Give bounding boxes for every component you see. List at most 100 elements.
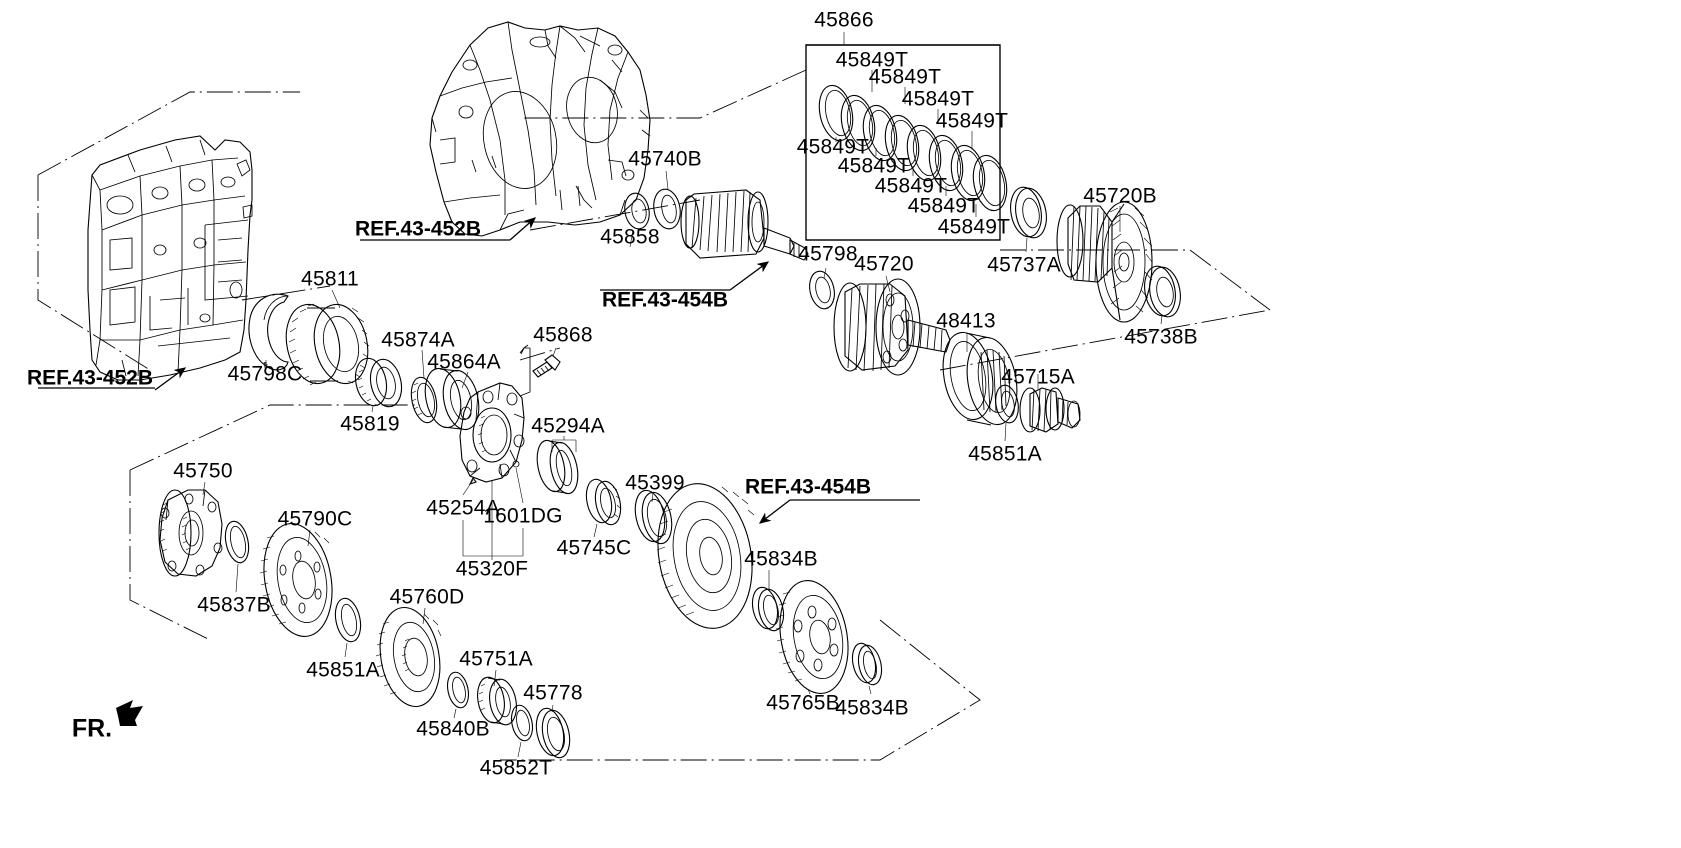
part-label-45399: 45399 [625, 471, 685, 495]
part-45790C-gear [259, 523, 333, 637]
part-45751A-bearing [477, 676, 517, 726]
part-label-45849t: 45849T [796, 135, 870, 159]
leader-45751A [493, 669, 497, 687]
part-label-45849t: 45849T [874, 174, 948, 198]
part-45740B [653, 188, 681, 230]
part-label-45798: 45798 [798, 242, 858, 266]
leader-45790C [307, 529, 311, 547]
leader-45864A [461, 371, 469, 389]
leader-45874A [421, 349, 425, 379]
part-45837B [224, 520, 250, 564]
part-label-48413: 48413 [936, 309, 996, 333]
part-label-45798c: 45798C [227, 362, 303, 386]
ref-leader-rear [758, 499, 791, 524]
part-45834B-upper [751, 586, 785, 632]
part-45737A [1010, 186, 1047, 239]
part-label-45737a: 45737A [987, 253, 1061, 277]
part-45720-planetary-carrier [833, 278, 951, 376]
part-45320F-carrier [459, 382, 525, 483]
part-45811-ring-gear [285, 303, 370, 386]
leader-45851A-right [1004, 422, 1007, 442]
part-45294A [536, 439, 579, 495]
leader-45778 [551, 704, 554, 713]
part-48413-bearing [942, 331, 1018, 426]
part-45819 [354, 357, 403, 408]
part-45874A [410, 376, 438, 424]
part-label-45320f: 45320F [455, 557, 529, 581]
part-45834B-lower [851, 642, 883, 686]
leader-45738B [1160, 315, 1163, 325]
ref-leader-left [154, 367, 187, 391]
leader-45745C [593, 523, 598, 538]
part-45399 [634, 489, 673, 545]
part-45745C [585, 478, 622, 526]
leader-45254A [462, 479, 474, 496]
ref-leader-center [509, 217, 536, 241]
snaprings-45849T [818, 84, 1008, 212]
reference-callout-ref43454b: REF.43-454B [744, 475, 872, 499]
part-45851A-right [995, 384, 1019, 424]
leader-45750 [202, 481, 206, 496]
part-label-45720: 45720 [854, 252, 914, 276]
part-label-45840b: 45840B [416, 717, 490, 741]
part-label-45834b: 45834B [835, 696, 909, 720]
part-label-45834b: 45834B [744, 547, 818, 571]
group-callout-45866: 45866 [814, 8, 874, 32]
leader-1601DG [515, 467, 524, 504]
leader-45819 [371, 405, 374, 413]
part-label-45819: 45819 [340, 412, 400, 436]
leader-45858 [629, 229, 634, 248]
part-label-45765b: 45765B [766, 691, 840, 715]
part-45864A-bearing [424, 367, 480, 431]
part-label-45849t: 45849T [937, 215, 1011, 239]
leader-45868 [552, 347, 557, 357]
leader-45840B [453, 708, 457, 719]
part-label-45738b: 45738B [1124, 325, 1198, 349]
part-45715A-sun-gear [1019, 387, 1081, 433]
transaxle-case-left [87, 135, 253, 381]
transaxle-case-center [429, 21, 651, 237]
part-label-45864a: 45864A [427, 350, 501, 374]
part-45738B [1144, 265, 1181, 318]
part-label-45811: 45811 [301, 267, 359, 291]
part-45798 [809, 270, 835, 310]
part-label-1601dg: 1601DG [483, 504, 563, 528]
reference-callout-ref43452b: REF.43-452B [26, 366, 154, 390]
part-label-45849t: 45849T [935, 109, 1009, 133]
leader-45852T [517, 741, 522, 758]
part-45765B-output-gear [775, 580, 849, 694]
part-45840B [446, 671, 470, 709]
part-label-45720b: 45720B [1083, 184, 1157, 208]
leader-45720 [885, 275, 891, 293]
ref-leader-drum [729, 261, 770, 291]
part-label-45760d: 45760D [389, 585, 465, 609]
part-label-45868: 45868 [533, 323, 593, 347]
leader-45765B [807, 688, 811, 695]
leader-45834B-lower [868, 685, 872, 695]
part-label-45715a: 45715A [1001, 365, 1075, 389]
leader-45837B [235, 563, 239, 593]
part-label-45852t: 45852T [479, 756, 553, 780]
part-45760D-gear [375, 606, 442, 708]
part-45750-carrier [158, 489, 223, 577]
leader-45851A-left [344, 642, 348, 658]
fr-direction-arrow [116, 700, 143, 726]
assembly-axis-lines [37, 69, 1271, 761]
part-label-45750: 45750 [173, 459, 233, 483]
reference-callout-ref43452b: REF.43-452B [354, 217, 482, 241]
part-45851A-left [334, 597, 362, 643]
part-label-45849t: 45849T [835, 48, 909, 72]
part-45858 [624, 192, 650, 230]
part-label-45294a: 45294A [531, 414, 605, 438]
leader-45798 [823, 267, 827, 279]
part-45852T [510, 704, 534, 742]
part-label-45851a: 45851A [968, 442, 1042, 466]
part-label-45751a: 45751A [459, 647, 533, 671]
part-label-45849t: 45849T [868, 65, 942, 89]
part-label-45874a: 45874A [381, 328, 455, 352]
part-label-45851a: 45851A [306, 658, 380, 682]
leader-45760D [422, 607, 426, 625]
input-shaft-assembly [680, 189, 809, 261]
part-label-45849t: 45849T [907, 194, 981, 218]
